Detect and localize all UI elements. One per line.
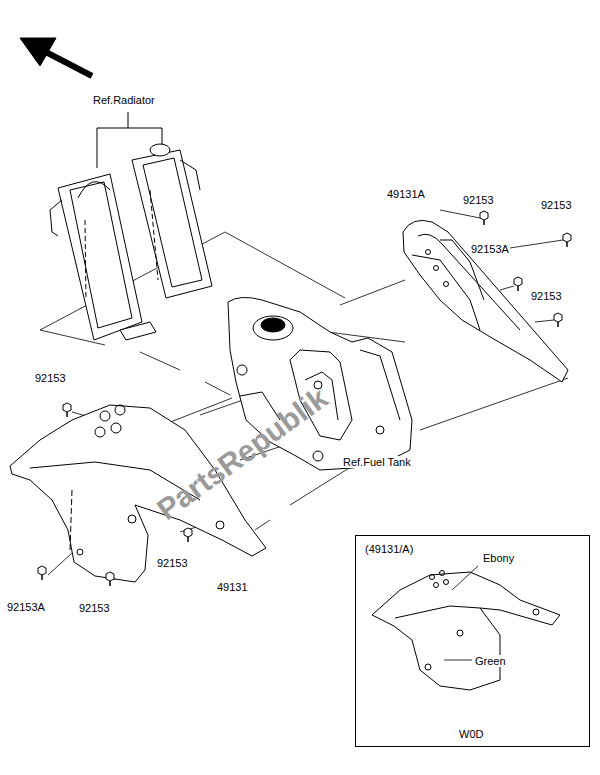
- callout-number: 49131A: [386, 188, 426, 200]
- reference-number: (49131/A): [364, 543, 414, 555]
- part-reference: Ref.Radiator: [92, 94, 156, 106]
- bolt: [38, 211, 571, 586]
- callout-number: 92153A: [470, 243, 510, 255]
- callout-number: 92153: [462, 194, 495, 206]
- direction-arrow: [20, 38, 92, 76]
- callout-number: 92153: [156, 557, 189, 569]
- callout-number: 92153: [78, 602, 111, 614]
- radiator-shroud: [403, 220, 568, 382]
- color-variant-shroud: [372, 566, 560, 690]
- radiator-shroud: [10, 405, 266, 582]
- callout-number: 92153: [530, 290, 563, 302]
- color-name: Ebony: [482, 552, 515, 564]
- watermark: PartsRepublik: [150, 380, 334, 526]
- model-code: W0D: [458, 728, 484, 740]
- callout-number: 92153: [34, 372, 67, 384]
- inset-box: (49131/A) EbonyGreenW0D: [355, 535, 590, 747]
- callout-number: 92153: [540, 199, 573, 211]
- color-name: Green: [474, 655, 507, 667]
- callout-number: 49131: [216, 581, 249, 593]
- callout-number: 92153A: [6, 601, 46, 613]
- radiator: [50, 174, 156, 340]
- radiator: [132, 144, 212, 298]
- part-reference: Ref.Fuel Tank: [342, 456, 412, 468]
